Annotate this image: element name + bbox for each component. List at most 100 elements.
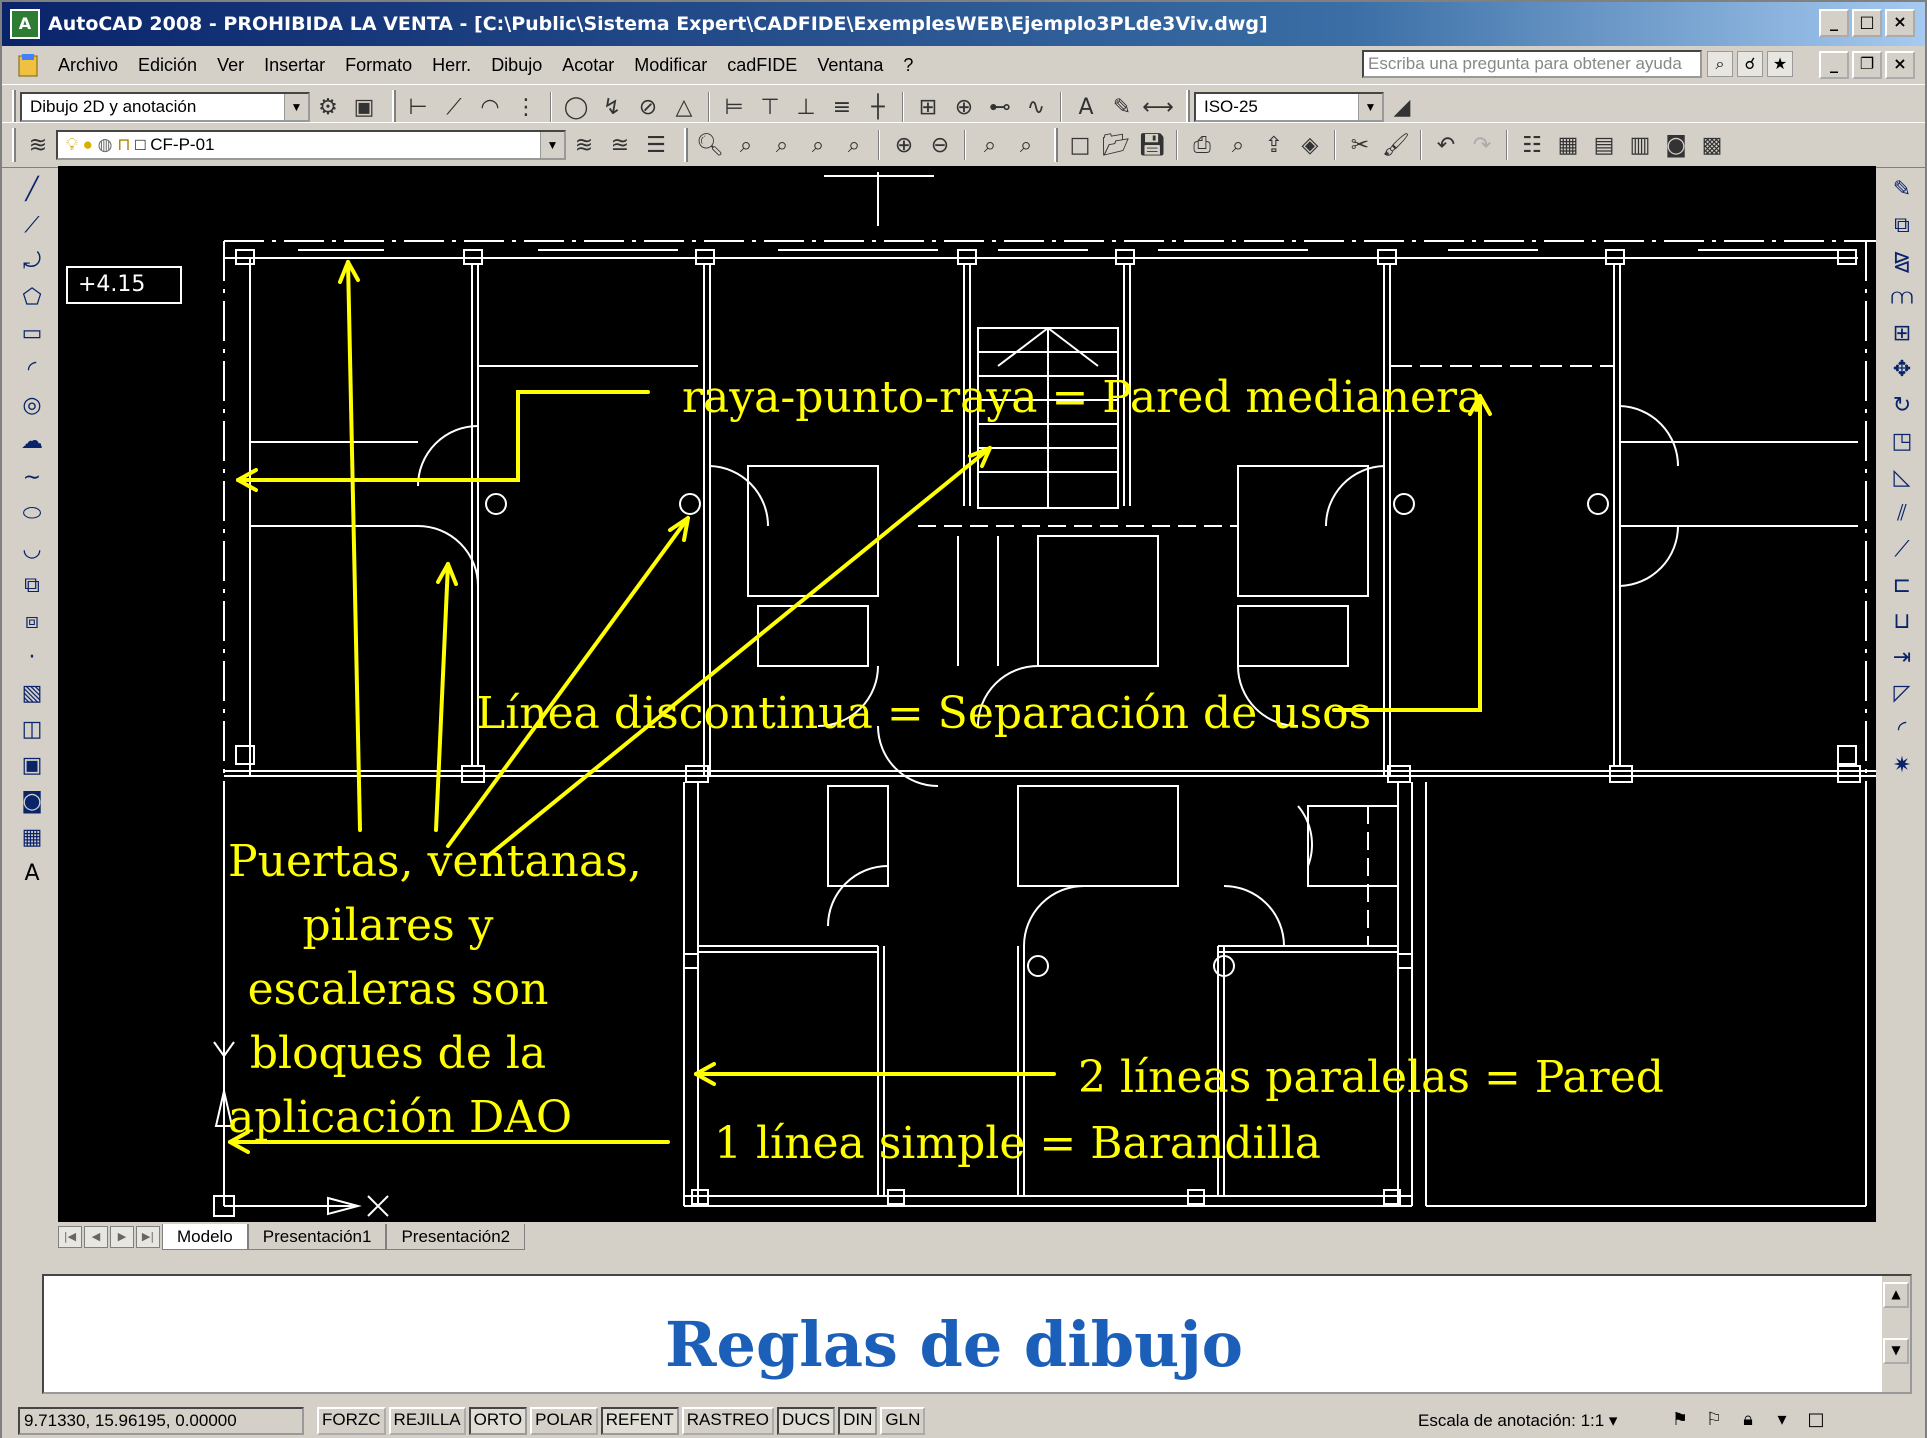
drawing-area[interactable]: +4.15 raya-punto-raya = Pared medianera … (58, 166, 1876, 1222)
lightbulb-icon[interactable]: 💡︎ (66, 135, 78, 154)
layer-states-icon[interactable]: ☰ (646, 132, 666, 158)
workspace-select[interactable]: Dibujo 2D y anotación ▼ (20, 92, 310, 122)
center-mark-icon[interactable]: ⊕ (954, 94, 974, 120)
workspace-tools-icon[interactable]: ▣ (353, 94, 375, 120)
first-tab-icon[interactable]: |◀ (58, 1226, 82, 1248)
dimension-break-icon[interactable]: ┼ (871, 94, 885, 120)
cut-icon[interactable]: ✂ (1350, 132, 1370, 158)
tool-palettes-icon[interactable]: ▤ (1593, 132, 1615, 158)
auto-scale-icon[interactable]: ⚐ (1705, 1409, 1723, 1430)
open-file-icon[interactable]: 📂︎ (1102, 132, 1130, 158)
jogged-dimension-icon[interactable]: ↯ (602, 94, 622, 120)
search-icon[interactable]: ⌕ (1707, 51, 1733, 77)
coordinates-display[interactable]: 9.71330, 15.96195, 0.00000 (18, 1407, 304, 1435)
rotate-icon[interactable]: ↻ (1892, 392, 1912, 418)
join-icon[interactable]: ⇥ (1892, 644, 1912, 670)
next-tab-icon[interactable]: ▶ (110, 1226, 134, 1248)
dimension-text-edit-icon[interactable]: ✎ (1112, 94, 1132, 120)
doc-close-button[interactable]: × (1885, 51, 1915, 79)
polyline-icon[interactable]: ⤾ (22, 248, 42, 274)
publish-icon[interactable]: ⇪ (1264, 132, 1284, 158)
menu-dibujo[interactable]: Dibujo (491, 54, 543, 75)
move-icon[interactable]: ✥ (1892, 356, 1912, 382)
diameter-dimension-icon[interactable]: ⊘ (638, 94, 658, 120)
menu-archivo[interactable]: Archivo (58, 54, 119, 75)
scroll-down-icon[interactable]: ▼ (1883, 1338, 1909, 1364)
menu-modificar[interactable]: Modificar (634, 54, 708, 75)
offset-icon[interactable]: ⩋ (1890, 284, 1914, 310)
chevron-down-icon[interactable]: ▼ (1358, 94, 1382, 120)
extend-icon[interactable]: ⟋ (1894, 536, 1910, 562)
save-icon[interactable]: 💾︎ (1138, 132, 1166, 158)
dimstyle-select[interactable]: ISO-25 ▼ (1194, 92, 1384, 122)
minimize-button[interactable]: _ (1819, 9, 1849, 37)
redo-icon[interactable]: ↷ (1472, 132, 1492, 158)
region-icon[interactable]: ▣ (21, 752, 43, 778)
zoom-dynamic-icon[interactable]: ⌕ (775, 132, 789, 158)
chevron-down-icon[interactable]: ▼ (540, 132, 564, 158)
toggle-ducs[interactable]: DUCS (776, 1407, 836, 1435)
zoom-out-icon[interactable]: ⊖ (930, 132, 950, 158)
favorites-star-icon[interactable]: ★ (1767, 51, 1793, 77)
last-tab-icon[interactable]: ▶| (136, 1226, 160, 1248)
mirror-icon[interactable]: ⧎ (1892, 248, 1912, 274)
toggle-rejilla[interactable]: REJILLA (388, 1407, 466, 1435)
ordinate-dimension-icon[interactable]: ⋮ (515, 94, 537, 120)
hatch-icon[interactable]: ▧ (21, 680, 43, 706)
doc-restore-button[interactable]: ❐ (1852, 51, 1882, 79)
toggle-refent[interactable]: REFENT (600, 1407, 679, 1435)
dimension-update-icon[interactable]: ⟷ (1142, 94, 1174, 120)
close-button[interactable]: × (1885, 9, 1915, 37)
ellipse-arc-icon[interactable]: ◡ (22, 536, 42, 562)
menu-edicion[interactable]: Edición (138, 54, 198, 75)
rectangle-icon[interactable]: ▭ (21, 320, 43, 346)
plot-preview-icon[interactable]: ⌕ (1231, 132, 1245, 158)
tab-presentacion2[interactable]: Presentación2 (386, 1224, 526, 1250)
tab-presentacion1[interactable]: Presentación1 (247, 1224, 387, 1250)
toggle-rastreo[interactable]: RASTREO (681, 1407, 774, 1435)
continue-dimension-icon[interactable]: ⊥ (796, 94, 816, 120)
zoom-center-icon[interactable]: ⌕ (847, 132, 861, 158)
make-block-icon[interactable]: ⧈ (25, 608, 39, 634)
stretch-icon[interactable]: ◺ (1893, 464, 1911, 490)
toggle-forzc[interactable]: FORZC (317, 1407, 386, 1435)
calculator-icon[interactable]: ▩ (1701, 132, 1723, 158)
polygon-icon[interactable]: ⬠ (22, 284, 42, 310)
design-center-icon[interactable]: ▦ (1557, 132, 1579, 158)
ellipse-icon[interactable]: ⬭ (22, 500, 42, 526)
toolbar-grip[interactable] (1054, 128, 1058, 162)
arc-icon[interactable]: ◜ (27, 356, 37, 382)
menu-acotar[interactable]: Acotar (562, 54, 615, 75)
linear-dimension-icon[interactable]: ⊢ (408, 94, 428, 120)
baseline-dimension-icon[interactable]: ⊤ (760, 94, 780, 120)
maximize-button[interactable]: □ (1852, 9, 1882, 37)
status-menu-chevron-icon[interactable]: ▾ (1777, 1409, 1787, 1430)
array-icon[interactable]: ⊞ (1892, 320, 1912, 346)
jogged-linear-icon[interactable]: ∿ (1026, 94, 1046, 120)
trim-icon[interactable]: ⫽ (1897, 500, 1907, 526)
clean-screen-icon[interactable]: □ (1807, 1409, 1825, 1430)
wipeout-icon[interactable]: ◙ (21, 788, 43, 814)
revision-cloud-icon[interactable]: ☁ (21, 428, 43, 454)
copy-icon[interactable]: ⧉ (1894, 212, 1910, 238)
toolbar-grip[interactable] (684, 128, 688, 162)
zoom-window-icon[interactable]: ⌕ (739, 132, 753, 158)
tab-modelo[interactable]: Modelo (162, 1224, 248, 1250)
undo-icon[interactable]: ↶ (1436, 132, 1456, 158)
explode-icon[interactable]: ✷ (1892, 752, 1912, 778)
zoom-realtime-icon[interactable]: 🔍︎ (696, 132, 724, 158)
menu-herr[interactable]: Herr. (432, 54, 472, 75)
help-search-input[interactable]: Escriba una pregunta para obtener ayuda (1362, 50, 1702, 78)
dimension-space-icon[interactable]: ≡ (832, 94, 852, 120)
plot-icon[interactable]: ⎙ (1193, 132, 1211, 158)
break-at-point-icon[interactable]: ⊏ (1892, 572, 1912, 598)
chevron-down-icon[interactable]: ▼ (284, 94, 308, 120)
chamfer-icon[interactable]: ◸ (1893, 680, 1911, 706)
command-scrollbar[interactable]: ▲ ▼ (1882, 1276, 1910, 1392)
toggle-gln[interactable]: GLN (880, 1407, 926, 1435)
menu-insertar[interactable]: Insertar (264, 54, 326, 75)
sheet-set-icon[interactable]: ▥ (1629, 132, 1651, 158)
toolbar-grip[interactable] (1186, 90, 1190, 124)
dimension-edit-icon[interactable]: A (1078, 94, 1094, 120)
viewport-freeze-icon[interactable]: ◍ (97, 135, 113, 154)
